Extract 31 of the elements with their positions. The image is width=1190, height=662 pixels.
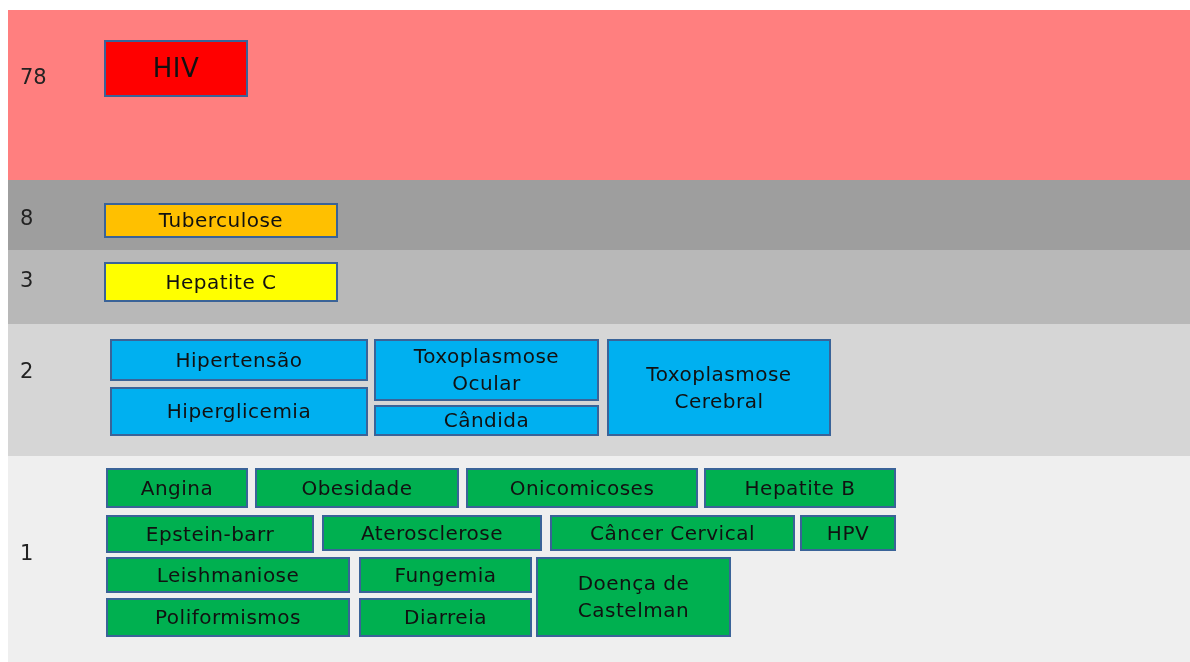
disease-box: HIV bbox=[104, 40, 248, 97]
count-label: 2 bbox=[20, 359, 34, 383]
tier-band bbox=[8, 180, 1190, 250]
disease-box: Doença de Castelman bbox=[536, 557, 731, 637]
disease-box: Epstein-barr bbox=[106, 515, 314, 553]
disease-box: Fungemia bbox=[359, 557, 532, 593]
tier-band bbox=[8, 324, 1190, 456]
disease-box: Poliformismos bbox=[106, 598, 350, 637]
disease-box: Onicomicoses bbox=[466, 468, 698, 508]
disease-box: Diarreia bbox=[359, 598, 532, 637]
disease-box: Tuberculose bbox=[104, 203, 338, 238]
tier-band bbox=[8, 250, 1190, 324]
disease-box: Hepatite B bbox=[704, 468, 896, 508]
disease-box: Hipertensão bbox=[110, 339, 368, 381]
disease-box: Angina bbox=[106, 468, 248, 508]
count-label: 1 bbox=[20, 541, 34, 565]
disease-box: Cândida bbox=[374, 405, 599, 436]
tier-band bbox=[8, 10, 1190, 180]
count-label: 78 bbox=[20, 65, 47, 89]
count-label: 8 bbox=[20, 206, 34, 230]
disease-box: Câncer Cervical bbox=[550, 515, 795, 551]
disease-box: Obesidade bbox=[255, 468, 459, 508]
disease-box: Hepatite C bbox=[104, 262, 338, 302]
disease-box: Hiperglicemia bbox=[110, 387, 368, 436]
disease-box: Toxoplasmose Cerebral bbox=[607, 339, 831, 436]
disease-box: HPV bbox=[800, 515, 896, 551]
disease-box: Aterosclerose bbox=[322, 515, 542, 551]
tier-band bbox=[8, 456, 1190, 662]
disease-box: Leishmaniose bbox=[106, 557, 350, 593]
disease-box: Toxoplasmose Ocular bbox=[374, 339, 599, 401]
count-label: 3 bbox=[20, 268, 34, 292]
